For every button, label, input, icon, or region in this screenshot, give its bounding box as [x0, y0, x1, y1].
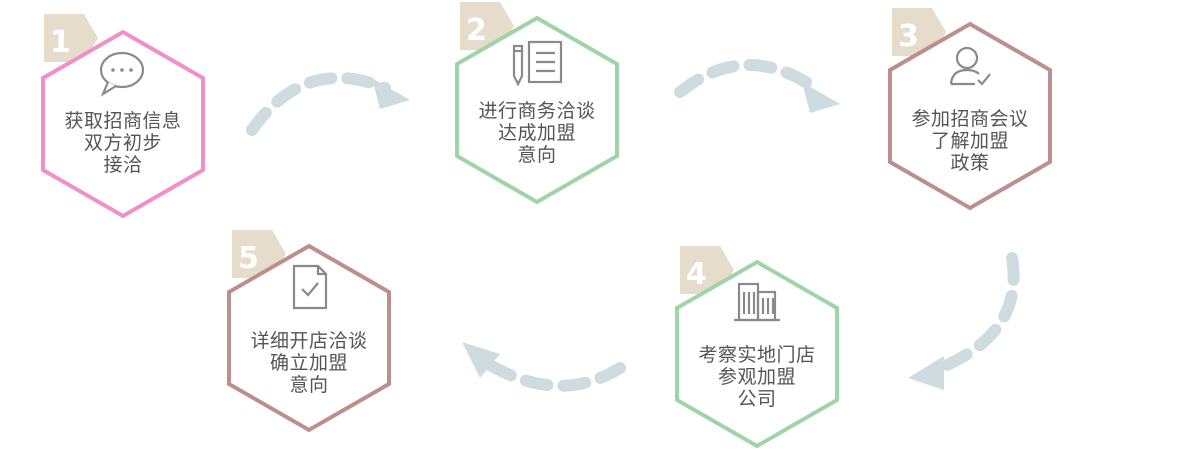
step-3-line-1: 参加招商会议: [911, 108, 1029, 130]
step-5-line-2: 确立加盟: [269, 352, 348, 374]
step-4-label: 考察实地门店 参观加盟 公司: [677, 344, 837, 410]
arrow-4-to-5: [462, 342, 626, 392]
step-1-number: 1: [50, 25, 71, 60]
step-2-hexagon: [455, 15, 619, 205]
step-5-line-3: 意向: [289, 374, 329, 396]
step-2-label: 进行商务洽谈 达成加盟 意向: [457, 100, 617, 166]
step-3-number: 3: [898, 19, 919, 54]
step-4-line-1: 考察实地门店: [698, 344, 816, 366]
step-4-number: 4: [686, 257, 707, 292]
step-1-badge: [44, 14, 98, 62]
step-5-line-1: 详细开店洽谈: [250, 330, 368, 352]
step-3-label: 参加招商会议 了解加盟 政策: [890, 108, 1050, 174]
step-1-hexagon: [41, 29, 205, 219]
step-3-hexagon: [888, 21, 1052, 211]
step-5-label: 详细开店洽谈 确立加盟 意向: [229, 330, 389, 396]
step-5-number: 5: [238, 241, 259, 276]
step-1-line-1: 获取招商信息: [64, 110, 182, 132]
step-5: 5: [227, 230, 391, 433]
user-check-icon: [949, 46, 991, 86]
arrow-3-to-4: [908, 252, 1020, 390]
notepad-pen-icon: [512, 40, 563, 87]
step-2-line-3: 意向: [517, 144, 557, 166]
arrow-2-to-3: [674, 58, 840, 113]
step-5-hexagon: [227, 243, 391, 433]
step-1-label: 获取招商信息 双方初步 接洽: [43, 110, 203, 176]
step-3: 3: [888, 8, 1052, 211]
step-1-line-2: 双方初步: [83, 132, 162, 154]
step-1: 1: [41, 14, 205, 219]
step-1-line-3: 接洽: [103, 154, 143, 176]
step-3-line-3: 政策: [950, 152, 990, 174]
building-icon: [734, 282, 780, 322]
step-4-hexagon: [675, 259, 839, 449]
step-2-number: 2: [466, 13, 487, 48]
document-check-icon: [292, 264, 328, 310]
step-4-line-2: 参观加盟: [717, 366, 796, 388]
step-3-line-2: 了解加盟: [930, 130, 1009, 152]
step-2-line-2: 达成加盟: [497, 122, 576, 144]
chat-bubble-icon: [99, 51, 145, 97]
step-4: 4: [675, 246, 839, 449]
step-4-line-3: 公司: [737, 388, 777, 410]
step-2-line-1: 进行商务洽谈: [478, 100, 596, 122]
flow-arrows: [246, 58, 1020, 392]
arrow-1-to-2: [246, 71, 410, 136]
step-2: 2: [455, 2, 619, 205]
